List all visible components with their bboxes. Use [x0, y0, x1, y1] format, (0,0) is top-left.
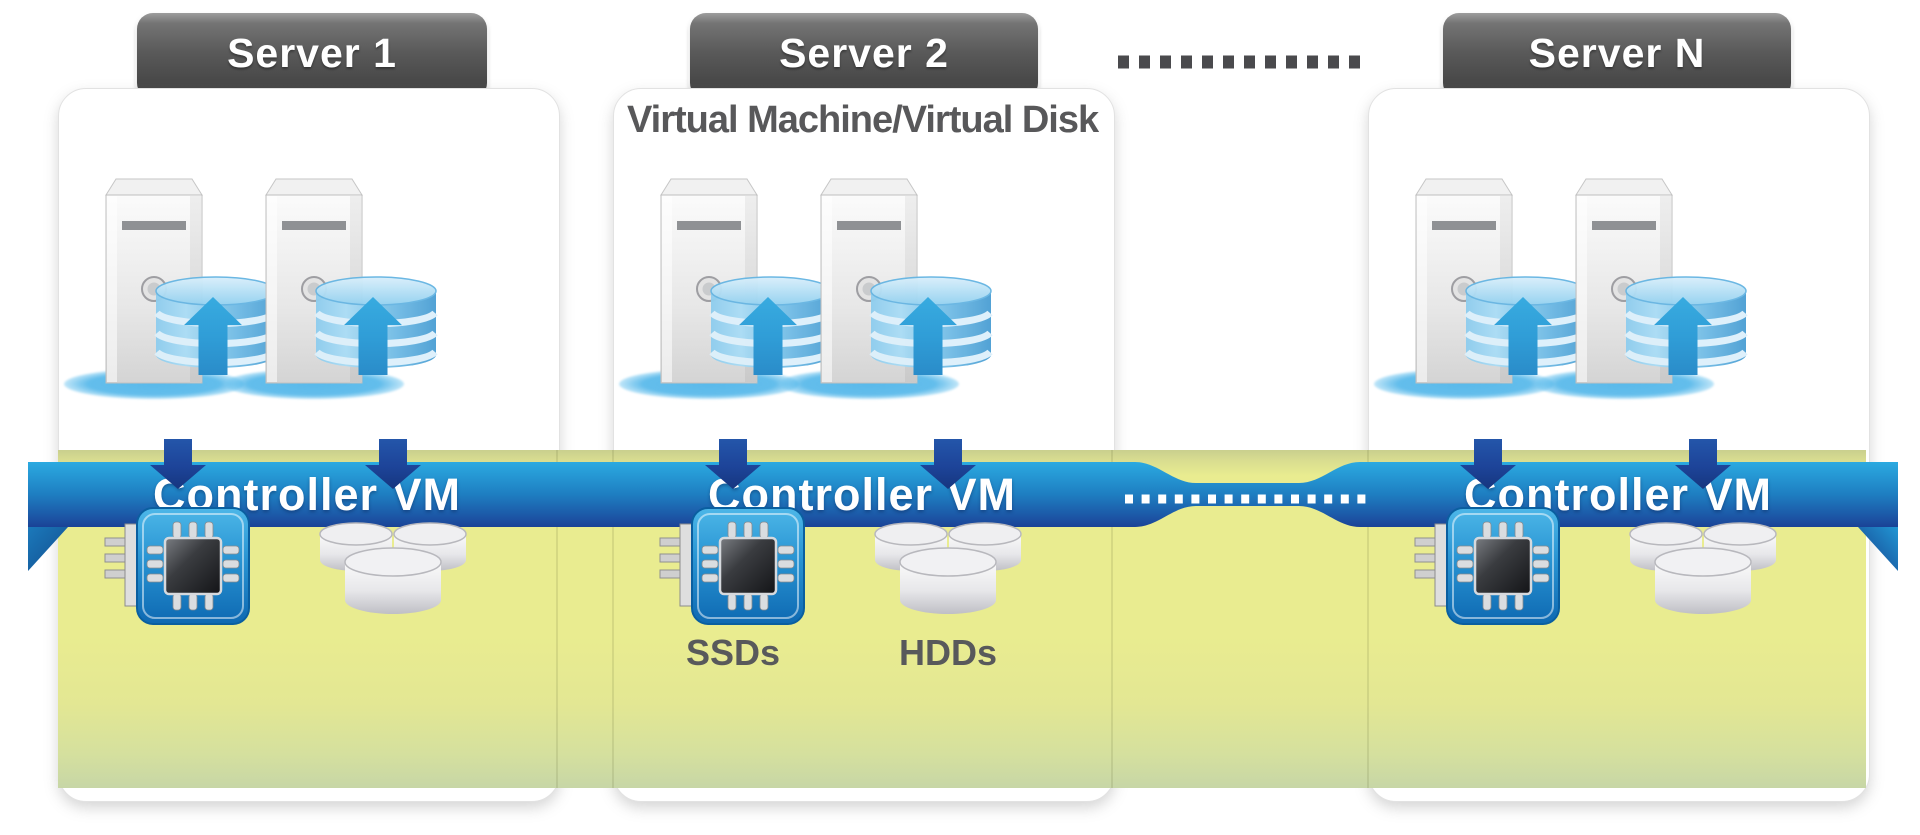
- box-seam: [612, 450, 614, 788]
- controller-vm-ribbon: [28, 462, 1898, 571]
- ssd-label: SSDs: [685, 632, 781, 673]
- box-seam: [556, 450, 558, 788]
- hdd-cylinders-icon: [1628, 508, 1778, 626]
- server-1-tab: Server 1: [137, 13, 487, 99]
- virtual-machine-disk-label: Virtual Machine/Virtual Disk: [627, 99, 1099, 141]
- dotted-connector-icon: [1118, 55, 1362, 69]
- ssd-chip-icon: [103, 504, 253, 628]
- box-seam: [1367, 450, 1369, 788]
- server-n-tab-label: Server N: [1528, 29, 1706, 76]
- server-2-tab: Server 2: [690, 13, 1038, 99]
- ribbon-fold-left: [28, 527, 68, 571]
- ribbon-fold-right: [1858, 527, 1898, 571]
- server-1-tab-label: Server 1: [227, 29, 397, 76]
- hdd-label: HDDs: [898, 632, 997, 673]
- server-2-tab-label: Server 2: [779, 29, 949, 76]
- ssd-chip-icon: [658, 504, 808, 628]
- hdd-cylinders-icon: [318, 508, 468, 626]
- ssd-chip-icon: [1413, 504, 1563, 628]
- server-n-tab: Server N: [1443, 13, 1791, 99]
- box-seam: [1111, 450, 1113, 788]
- hdd-cylinders-icon: [873, 508, 1023, 626]
